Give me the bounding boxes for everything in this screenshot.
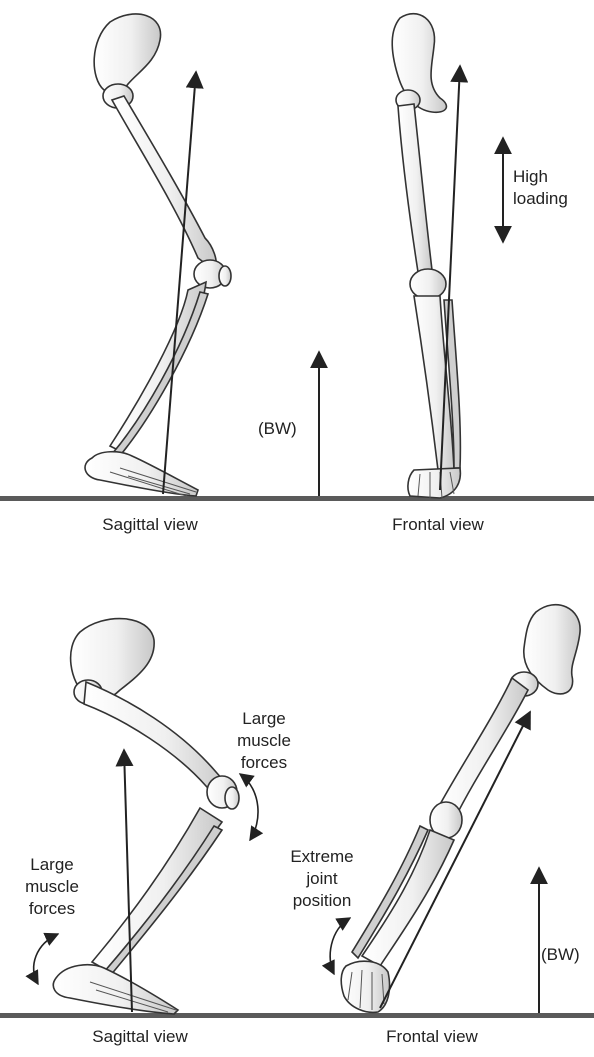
large-forces-ankle-text: Large muscle forces xyxy=(25,855,79,918)
sagittal-caption-bottom-text: Sagittal view xyxy=(92,1027,187,1046)
bottom-panel xyxy=(0,605,594,1018)
frontal-caption-bottom-text: Frontal view xyxy=(386,1027,478,1046)
bw-label-bottom-text: (BW) xyxy=(541,945,580,964)
bw-label-top-text: (BW) xyxy=(258,419,297,438)
force-vector-sagittal-bottom xyxy=(124,750,132,1012)
frontal-caption-top-text: Frontal view xyxy=(392,515,484,534)
tibia-frontal-bottom xyxy=(362,830,454,966)
large-forces-knee-label: Large muscle forces xyxy=(222,708,306,774)
ankle-muscle-curved-arrow xyxy=(34,934,58,984)
extreme-joint-text: Extreme joint position xyxy=(290,847,353,910)
high-loading-text: High loading xyxy=(513,166,573,210)
knee-muscle-curved-arrow xyxy=(240,774,258,840)
knee-frontal xyxy=(410,269,446,299)
top-panel xyxy=(0,14,594,501)
femur xyxy=(112,96,216,270)
force-vector-sagittal-top xyxy=(163,72,196,494)
sagittal-caption-top-text: Sagittal view xyxy=(102,515,197,534)
femur-bottom xyxy=(84,682,230,795)
foot-bottom xyxy=(53,965,178,1014)
frontal-caption-bottom: Frontal view xyxy=(352,1026,512,1048)
ground-line-bottom xyxy=(0,1013,594,1018)
patella-bottom xyxy=(225,787,239,809)
femur-frontal xyxy=(398,104,432,272)
sagittal-leg-top xyxy=(85,14,231,496)
force-vector-frontal-bottom xyxy=(380,712,530,1008)
tibia xyxy=(110,282,206,452)
pelvis xyxy=(94,14,160,95)
frontal-caption-top: Frontal view xyxy=(358,514,518,536)
foot xyxy=(85,452,198,496)
sagittal-caption-top: Sagittal view xyxy=(70,514,230,536)
sagittal-leg-bottom xyxy=(53,619,239,1014)
high-loading-label: High loading xyxy=(513,166,593,210)
extreme-joint-label: Extreme joint position xyxy=(278,846,366,912)
tibia-bottom xyxy=(92,808,222,970)
ground-line-top xyxy=(0,496,594,501)
femur-frontal-bottom xyxy=(438,678,528,820)
large-forces-knee-text: Large muscle forces xyxy=(237,709,291,772)
bw-label-top: (BW) xyxy=(258,418,297,440)
patella xyxy=(219,266,231,286)
bw-label-bottom: (BW) xyxy=(541,944,580,966)
fibula-bottom xyxy=(104,826,222,976)
large-forces-ankle-label: Large muscle forces xyxy=(10,854,94,920)
sagittal-caption-bottom: Sagittal view xyxy=(60,1026,220,1048)
